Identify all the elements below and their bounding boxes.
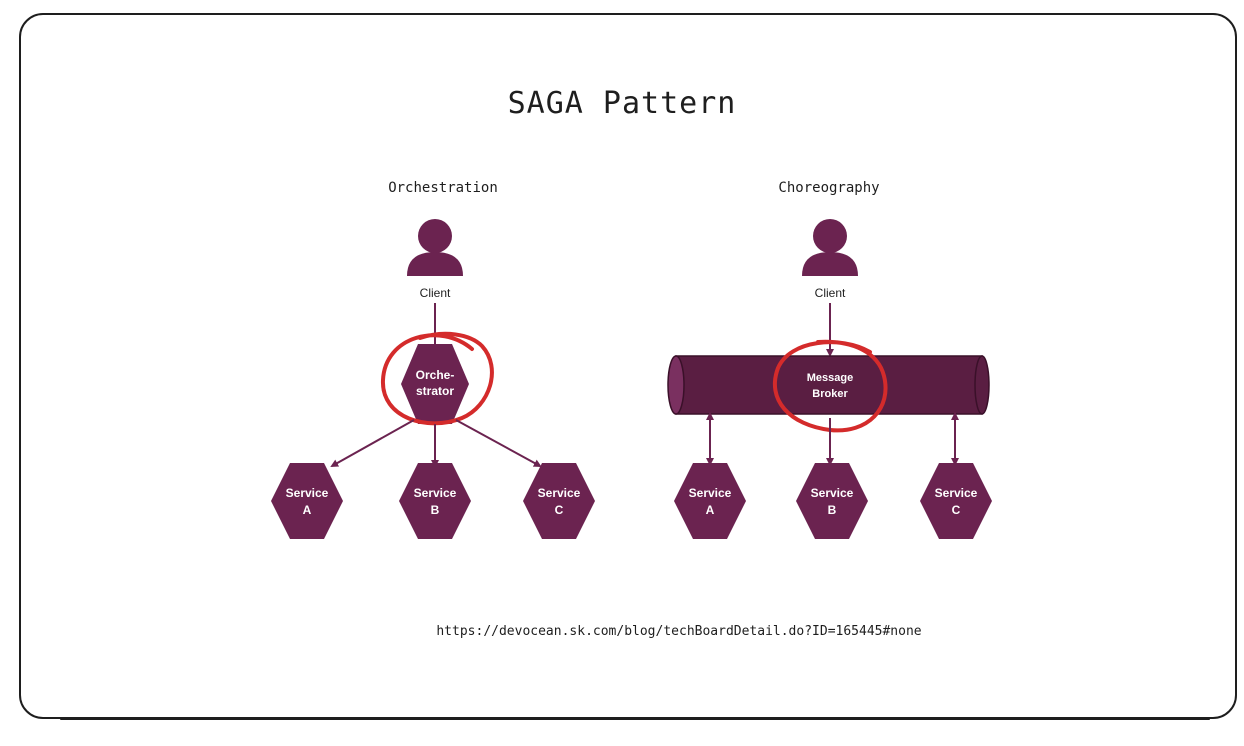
orch-service-c-line2: C [555, 503, 564, 517]
chor-client-icon [802, 219, 858, 276]
page-title: SAGA Pattern [507, 86, 737, 121]
chor-service-b: Service B [796, 463, 868, 539]
orchestration-label: Orchestration [388, 180, 498, 196]
chor-service-a-line1: Service [689, 486, 732, 500]
orch-service-a-line2: A [303, 503, 312, 517]
orchestrator-highlight [380, 331, 494, 426]
orchestrator-node: Orche- strator [401, 344, 469, 424]
orch-service-b-line2: B [431, 503, 440, 517]
orch-client-label: Client [420, 286, 451, 300]
chor-service-c: Service C [920, 463, 992, 539]
orch-arrow-c [455, 419, 542, 467]
orch-service-b: Service B [399, 463, 471, 539]
chor-service-b-line1: Service [811, 486, 854, 500]
orch-service-c: Service C [523, 463, 595, 539]
orch-service-c-line1: Service [538, 486, 581, 500]
chor-service-c-line2: C [952, 503, 961, 517]
message-broker-pipe: Message Broker [667, 355, 990, 415]
broker-line2: Broker [812, 388, 848, 400]
chor-client-label: Client [815, 286, 846, 300]
broker-line1: Message [807, 372, 853, 384]
orch-service-a: Service A [271, 463, 343, 539]
orch-client-icon [407, 219, 463, 276]
orch-arrow-a [330, 419, 415, 467]
orchestrator-line2: strator [416, 384, 454, 398]
orchestrator-line1: Orche- [416, 368, 455, 382]
slide-frame [19, 13, 1237, 719]
choreography-label: Choreography [778, 180, 880, 196]
chor-service-a-line2: A [706, 503, 715, 517]
chor-service-c-line1: Service [935, 486, 978, 500]
orch-service-b-line1: Service [414, 486, 457, 500]
chor-service-a: Service A [674, 463, 746, 539]
orch-service-a-line1: Service [286, 486, 329, 500]
source-url[interactable]: https://devocean.sk.com/blog/techBoardDe… [436, 624, 922, 639]
frame-shadow [60, 718, 1210, 720]
chor-service-b-line2: B [828, 503, 837, 517]
